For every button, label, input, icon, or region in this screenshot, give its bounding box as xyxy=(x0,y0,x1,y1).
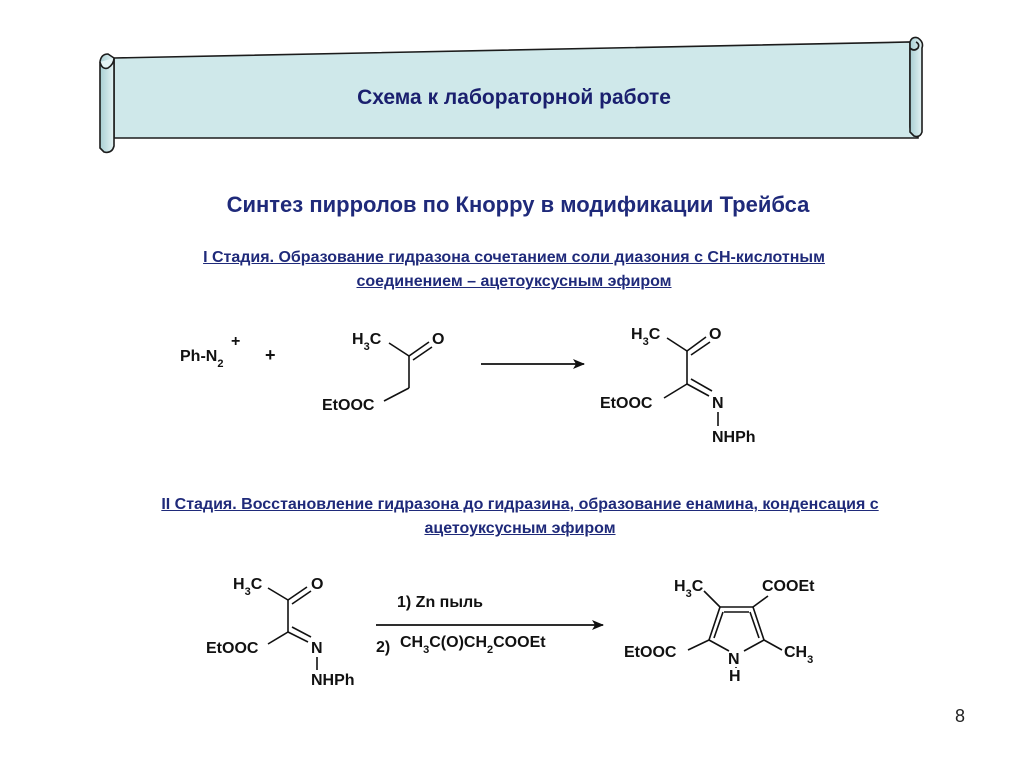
pyrrole-nitrogen-label: N xyxy=(728,651,740,668)
pyrrole-ester-label: EtOOC xyxy=(624,644,677,661)
product-bond-methyl xyxy=(666,337,688,352)
start-bond-ester xyxy=(267,631,289,645)
start-bond-co-2 xyxy=(291,590,312,605)
product-methyl-label: H3C xyxy=(631,326,661,348)
product-bond-co-1 xyxy=(686,336,707,352)
product-carbonyl-oxygen: O xyxy=(709,326,721,343)
methyl-group-label: H3C xyxy=(352,331,382,353)
product-bond-ester xyxy=(663,383,688,399)
pyrrole-nh-hydrogen: H xyxy=(729,668,741,685)
product-nhph-label: NHPh xyxy=(712,429,756,446)
banner-title: Схема к лабораторной работе xyxy=(357,86,671,109)
ester-group-label: EtOOC xyxy=(322,397,375,414)
pyrrole-cooet-label: COOEt xyxy=(762,578,815,595)
pyrrole-product-molecule: H3C COOEt EtOOC N H CH3 xyxy=(624,578,815,685)
carbonyl-oxygen-label: O xyxy=(432,331,444,348)
bond-carbonyl-2 xyxy=(412,346,433,361)
product-bond-cn-2 xyxy=(690,378,713,392)
plus-sign: + xyxy=(265,345,276,365)
bond-methyl-carbonyl xyxy=(388,342,410,357)
page-number: 8 xyxy=(954,706,965,726)
bond-carbonyl-1 xyxy=(408,341,430,357)
starting-hydrazone-molecule: H3C O EtOOC N NHPh xyxy=(206,576,355,689)
stage-2-line-2: ацетоуксусным эфиром xyxy=(424,520,616,537)
diazonium-salt: Ph-N2 xyxy=(180,348,223,370)
scheme-1: Ph-N2 + + H3C O EtOOC H3C O EtOOC N xyxy=(180,326,756,446)
condition-zinc-dust: 1) Zn пыль xyxy=(397,594,483,611)
stage-1-line-1: I Стадия. Образование гидразона сочетани… xyxy=(203,249,825,266)
start-nitrogen-label: N xyxy=(311,640,323,657)
scroll-banner xyxy=(99,36,924,154)
pyrrole-ch3-label: CH3 xyxy=(784,644,813,666)
product-bond-co-2 xyxy=(690,341,711,356)
acetoacetic-ester-molecule: H3C O EtOOC xyxy=(322,331,444,414)
condition-acetoacetic-ester: CH3C(O)CH2COOEt xyxy=(400,634,546,656)
start-bond-co-1 xyxy=(287,586,308,601)
hydrazone-product-molecule: H3C O EtOOC N NHPh xyxy=(600,326,756,446)
diazonium-charge: + xyxy=(231,333,240,350)
start-nhph-label: NHPh xyxy=(311,672,355,689)
bond-ch2-ester xyxy=(383,387,410,402)
start-methyl-label: H3C xyxy=(233,576,263,598)
condition-step-2-number: 2) xyxy=(376,639,390,656)
slide-subtitle: Синтез пирролов по Кнорру в модификации … xyxy=(226,192,810,217)
stage-2-line-1: II Стадия. Восстановление гидразона до г… xyxy=(161,496,879,513)
start-bond-methyl xyxy=(267,587,289,601)
product-bond-cn-1 xyxy=(686,383,710,397)
start-ester-label: EtOOC xyxy=(206,640,259,657)
pyrrole-methyl-label: H3C xyxy=(674,578,704,600)
stage-1-line-2: соединением – ацетоуксусным эфиром xyxy=(356,273,672,290)
product-ester-label: EtOOC xyxy=(600,395,653,412)
product-nitrogen-label: N xyxy=(712,395,724,412)
start-bond-cn-1 xyxy=(287,631,309,643)
stage-2-heading: II Стадия. Восстановление гидразона до г… xyxy=(50,493,990,541)
start-carbonyl-oxygen: O xyxy=(311,576,323,593)
start-bond-cn-2 xyxy=(291,626,312,638)
pyrrole-ring xyxy=(687,590,783,668)
scheme-2: H3C O EtOOC N NHPh 1) Zn пыль 2) CH3C(O)… xyxy=(206,576,815,689)
stage-1-heading: I Стадия. Образование гидразона сочетани… xyxy=(70,246,958,294)
